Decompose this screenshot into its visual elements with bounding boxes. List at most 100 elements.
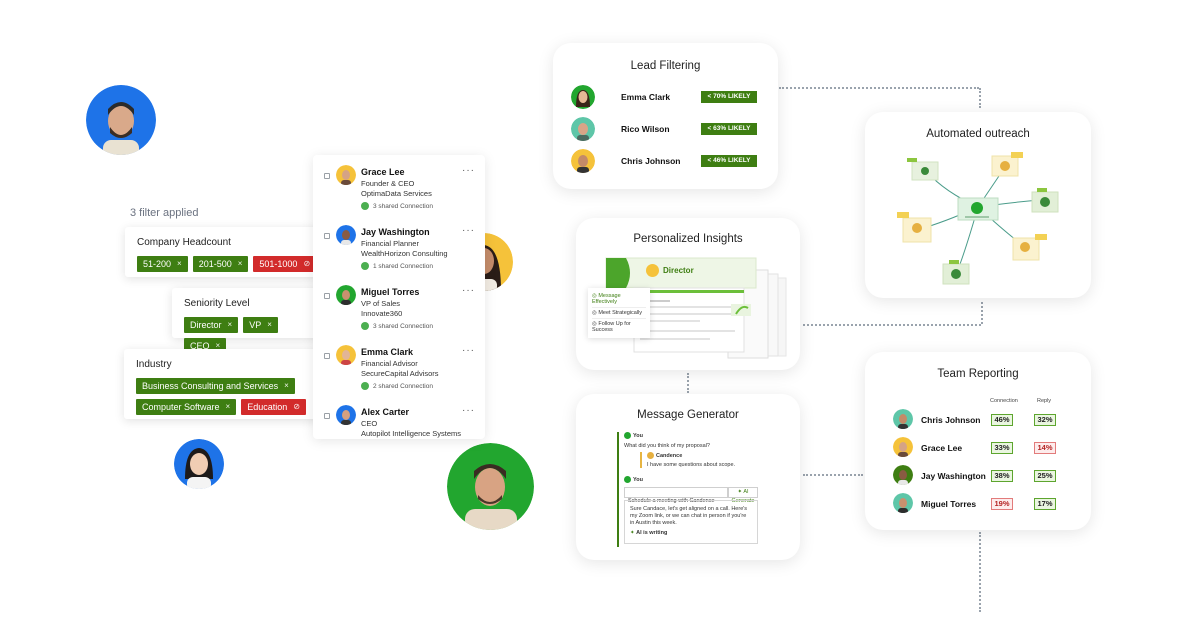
message-author: You (624, 432, 643, 439)
shared-connections: 3 shared Connection (361, 322, 433, 330)
menu-item[interactable]: ◎ Follow Up for Success (592, 318, 646, 335)
connector-line (779, 87, 979, 89)
menu-item[interactable]: ◎ Meet Strategically (592, 307, 646, 318)
more-icon[interactable]: ··· (462, 165, 475, 176)
card-title: Team Reporting (937, 368, 1019, 380)
member-name: Jay Washington (921, 471, 986, 481)
filter-chip-excluded[interactable]: Education⊘ (241, 399, 306, 415)
exclude-icon[interactable]: ⊘ (293, 402, 300, 411)
lead-row[interactable]: Chris Johnson < 46% LIKELY (571, 149, 761, 175)
more-icon[interactable]: ··· (462, 345, 475, 356)
avatar (893, 465, 913, 485)
connection-rate: 38% (991, 470, 1013, 482)
remove-icon[interactable]: × (227, 320, 233, 329)
filter-chip[interactable]: VP× (243, 317, 278, 333)
menu-item[interactable]: ◎ Message Effectively (592, 293, 621, 305)
remove-icon[interactable]: × (267, 320, 272, 329)
thread-line (617, 432, 619, 547)
more-icon[interactable]: ··· (462, 405, 475, 416)
connection-rate: 33% (991, 442, 1013, 454)
select-checkbox[interactable] (324, 173, 330, 179)
table-row[interactable]: Chris Johnson 46% 32% (893, 409, 1093, 431)
connection-rate: 19% (991, 498, 1013, 510)
prompt-input[interactable]: Schedule a meeting with Candence (624, 487, 728, 504)
contact-name: Miguel Torres (361, 287, 420, 297)
filter-chip[interactable]: Computer Software× (136, 399, 237, 415)
filter-title: Industry (136, 359, 172, 370)
member-name: Chris Johnson (921, 415, 981, 425)
avatar (571, 149, 595, 173)
message-text: I have some questions about scope. (647, 462, 736, 468)
connection-icon (361, 262, 369, 270)
generate-button[interactable]: ✦ AI Generate (728, 487, 758, 504)
team-reporting-card: Team Reporting Connection Reply Chris Jo… (865, 352, 1091, 530)
avatar (336, 285, 356, 305)
table-row[interactable]: Jay Washington 38% 25% (893, 465, 1093, 487)
avatar (646, 264, 659, 277)
automated-outreach-card: Automated outreach (865, 112, 1091, 298)
reply-rate: 17% (1034, 498, 1056, 510)
reply-rate: 25% (1034, 470, 1056, 482)
connection-icon (361, 382, 369, 390)
message-author: Candence (647, 452, 735, 459)
connector-line (981, 302, 983, 324)
remove-icon[interactable]: × (284, 381, 289, 390)
director-tag: Director (646, 264, 694, 277)
filter-chip[interactable]: Director× (184, 317, 239, 333)
filter-card-seniority-level: Seniority Level Director× VP× CEO× (172, 288, 334, 354)
table-row[interactable]: Grace Lee 33% 14% (893, 437, 1093, 459)
reply-rate: 14% (1034, 442, 1056, 454)
likelihood-badge: < 46% LIKELY (701, 155, 757, 167)
filter-title: Seniority Level (184, 298, 250, 309)
remove-icon[interactable]: × (237, 259, 243, 268)
filter-chip[interactable]: Business Consulting and Services× (136, 378, 295, 394)
remove-icon[interactable]: × (225, 402, 231, 411)
draft-text: Sure Candace, let's get aligned on a cal… (630, 506, 748, 526)
contact-name: Emma Clark (361, 347, 414, 357)
column-header: Reply (1037, 398, 1052, 404)
card-title: Message Generator (637, 409, 739, 421)
message-text: What did you think of my proposal? (624, 443, 710, 449)
select-checkbox[interactable] (324, 353, 330, 359)
card-title: Lead Filtering (630, 60, 701, 72)
insights-preview-graphic (605, 257, 787, 359)
shared-connections: 1 shared Connection (361, 262, 433, 270)
filter-chip[interactable]: 201-500× (192, 256, 249, 272)
more-icon[interactable]: ··· (462, 285, 475, 296)
member-name: Grace Lee (921, 443, 963, 453)
lead-row[interactable]: Emma Clark < 70% LIKELY (571, 85, 761, 111)
filter-card-company-headcount: Company Headcount 51-200× 201-500× 501-1… (125, 227, 329, 277)
select-checkbox[interactable] (324, 233, 330, 239)
select-checkbox[interactable] (324, 293, 330, 299)
connection-icon (361, 322, 369, 330)
exclude-icon[interactable]: ⊘ (303, 259, 311, 268)
remove-icon[interactable]: × (215, 341, 221, 350)
connector-line (803, 324, 981, 326)
member-name: Miguel Torres (921, 499, 977, 509)
likelihood-badge: < 63% LIKELY (701, 123, 757, 135)
lead-row[interactable]: Rico Wilson < 63% LIKELY (571, 117, 761, 143)
outreach-network-diagram (897, 152, 1059, 285)
filter-chip[interactable]: 51-200× (137, 256, 188, 272)
draft-box[interactable]: Sure Candace, let's get aligned on a cal… (624, 500, 758, 544)
avatar (571, 85, 595, 109)
table-row[interactable]: Miguel Torres 19% 17% (893, 493, 1093, 515)
connector-line (979, 88, 981, 108)
more-icon[interactable]: ··· (462, 225, 475, 236)
filter-chip-excluded[interactable]: 501-1000⊘ (253, 256, 317, 272)
avatar (86, 85, 156, 155)
remove-icon[interactable]: × (177, 259, 182, 268)
select-checkbox[interactable] (324, 413, 330, 419)
likelihood-badge: < 70% LIKELY (701, 91, 757, 103)
avatar (893, 493, 913, 513)
personalized-insights-card: Personalized Insights Director ◎ Message… (576, 218, 800, 370)
